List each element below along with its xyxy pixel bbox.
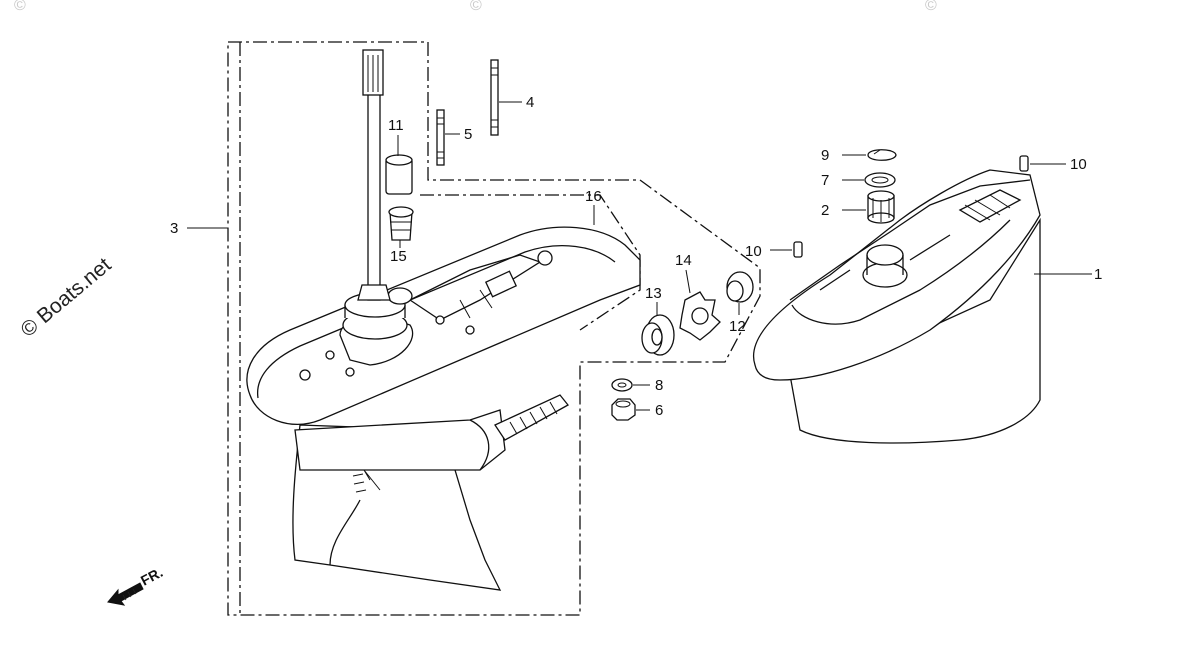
pump-housing-13 bbox=[641, 314, 675, 356]
collar-11 bbox=[385, 154, 413, 195]
dowel-pin-10-left bbox=[793, 241, 803, 258]
watermarks: © © © bbox=[14, 0, 937, 14]
forward-arrow-icon bbox=[107, 582, 144, 606]
washer-7 bbox=[864, 172, 896, 188]
seal-12 bbox=[726, 271, 754, 303]
gear-case-assembly bbox=[246, 49, 641, 591]
watermark-text: © Boats.net bbox=[16, 253, 115, 341]
forward-arrow: FR. bbox=[107, 564, 165, 606]
callout-11[interactable]: 11 bbox=[388, 117, 404, 134]
assembly-boundary bbox=[227, 41, 761, 616]
callout-5[interactable]: 5 bbox=[464, 126, 472, 143]
callout-10-right[interactable]: 10 bbox=[1070, 156, 1087, 173]
callout-6[interactable]: 6 bbox=[655, 402, 663, 419]
bearing-2 bbox=[867, 190, 895, 224]
callout-10-left[interactable]: 10 bbox=[745, 243, 762, 260]
circlip-9 bbox=[867, 149, 897, 161]
watermark-top-left: © bbox=[14, 0, 26, 14]
callout-3[interactable]: 3 bbox=[170, 220, 178, 237]
callout-1[interactable]: 1 bbox=[1094, 266, 1102, 283]
dowel-pin-10-right bbox=[1019, 155, 1029, 172]
callout-12[interactable]: 12 bbox=[729, 318, 746, 335]
grommet-15 bbox=[388, 206, 414, 241]
callout-13[interactable]: 13 bbox=[645, 285, 662, 302]
watermark-top-mid: © bbox=[470, 0, 482, 14]
nut-6 bbox=[611, 398, 636, 421]
watermark-top-right: © bbox=[925, 0, 937, 14]
callouts: 1 2 3 4 5 6 7 8 9 10 10 11 12 13 14 15 1… bbox=[170, 94, 1102, 419]
stud-bolt-4 bbox=[490, 59, 499, 136]
forward-label: FR. bbox=[138, 564, 165, 589]
washer-8 bbox=[611, 378, 633, 392]
callout-16[interactable]: 16 bbox=[585, 188, 602, 205]
propeller-shaft bbox=[494, 394, 569, 441]
callout-9[interactable]: 9 bbox=[821, 147, 829, 164]
leader-lines bbox=[187, 101, 1092, 411]
callout-14[interactable]: 14 bbox=[675, 252, 692, 269]
drive-shaft bbox=[357, 49, 391, 301]
callout-7[interactable]: 7 bbox=[821, 172, 829, 189]
callout-4[interactable]: 4 bbox=[526, 94, 534, 111]
callout-2[interactable]: 2 bbox=[821, 202, 829, 219]
impeller-14 bbox=[679, 291, 721, 341]
callout-8[interactable]: 8 bbox=[655, 377, 663, 394]
callout-15[interactable]: 15 bbox=[390, 248, 407, 265]
stud-bolt-5 bbox=[436, 109, 445, 166]
extension-case bbox=[752, 169, 1041, 444]
